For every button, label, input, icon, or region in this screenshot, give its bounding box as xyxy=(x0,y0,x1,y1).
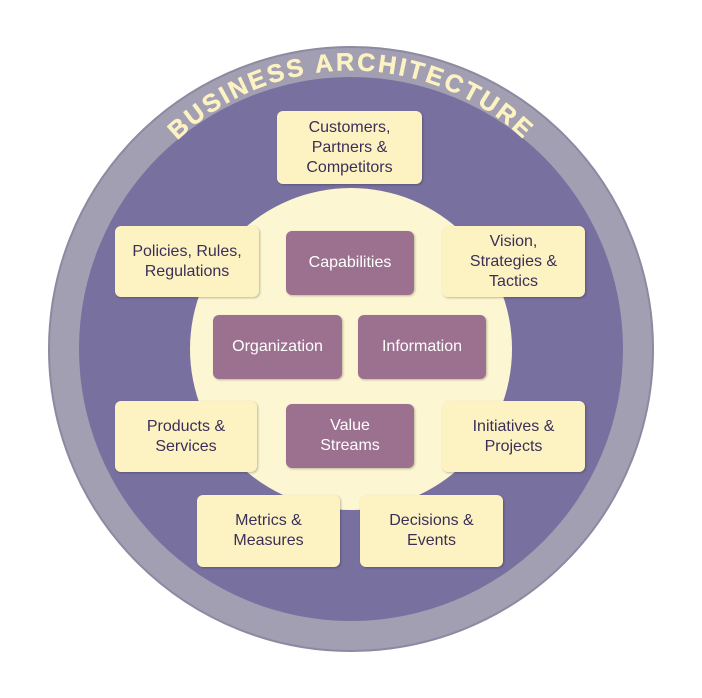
decisions-events-label: Decisions & Events xyxy=(389,512,474,549)
policies-rules-regulations-box: Policies, Rules, Regulations xyxy=(115,226,259,297)
customers-partners-competitors-label: Customers, Partners & Competitors xyxy=(306,118,393,176)
core-circle xyxy=(190,188,512,510)
policies-rules-regulations-label: Policies, Rules, Regulations xyxy=(132,242,242,280)
organization-label: Organization xyxy=(232,338,323,355)
capabilities-box: Capabilities xyxy=(286,231,414,295)
organization-box: Organization xyxy=(213,315,342,379)
metrics-measures-label: Metrics & Measures xyxy=(233,512,304,549)
information-label: Information xyxy=(381,338,463,355)
vision-strategies-tactics-label: Vision, Strategies & Tactics xyxy=(469,232,558,290)
products-services-box: Products & Services xyxy=(115,401,257,472)
capabilities-label: Capabilities xyxy=(308,254,392,271)
value-streams-box: Value Streams xyxy=(286,404,414,468)
vision-strategies-tactics-box: Vision, Strategies & Tactics xyxy=(442,226,585,297)
products-services-label: Products & Services xyxy=(146,417,226,455)
value-streams-label: Value Streams xyxy=(320,417,380,454)
initiatives-projects-label: Initiatives & Projects xyxy=(472,417,555,455)
information-box: Information xyxy=(358,315,486,379)
customers-partners-competitors-box: Customers, Partners & Competitors xyxy=(277,111,422,184)
decisions-events-box: Decisions & Events xyxy=(360,495,503,567)
metrics-measures-box: Metrics & Measures xyxy=(197,495,340,567)
initiatives-projects-box: Initiatives & Projects xyxy=(442,401,585,472)
